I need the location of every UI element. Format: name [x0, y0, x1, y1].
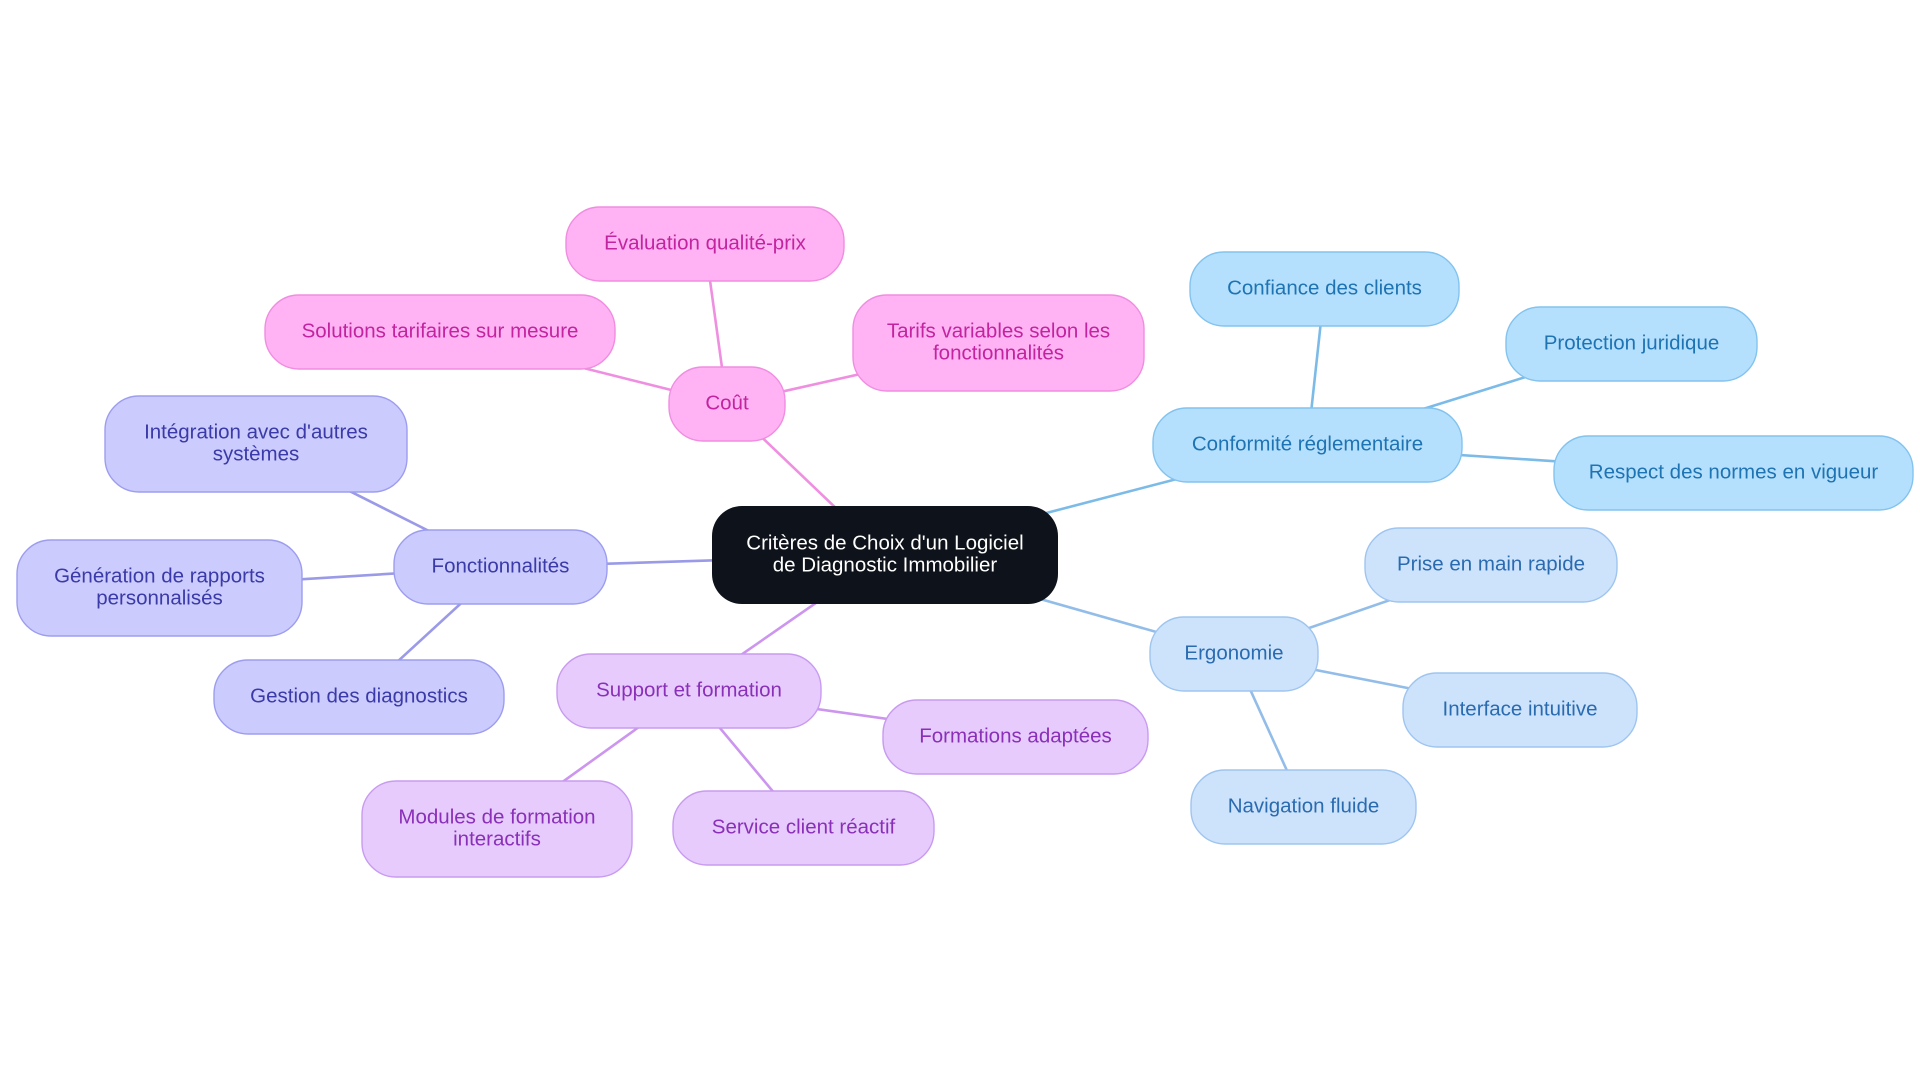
branch-node-fonctionnalites[interactable]: Fonctionnalités [393, 529, 608, 605]
leaf-node-ergonomie-1[interactable]: Prise en main rapide [1364, 527, 1618, 603]
leaf-node-support-3[interactable]: Service client réactif [672, 790, 935, 866]
root-node-box [712, 506, 1058, 604]
leaf-node-fonctionnalites-3[interactable]: Gestion des diagnostics [213, 659, 505, 735]
leaf-node-conformite-1-box [1189, 251, 1460, 327]
leaf-node-fonctionnalites-2-box [16, 539, 303, 637]
leaf-node-conformite-1-label: Confiance des clients [1227, 276, 1422, 299]
leaf-node-cout-1-label: Évaluation qualité-prix [604, 231, 806, 254]
leaf-node-support-2-label: interactifs [453, 827, 541, 850]
branch-node-cout[interactable]: Coût [668, 366, 786, 442]
leaf-node-support-1[interactable]: Formations adaptées [882, 699, 1149, 775]
leaf-node-support-2-box [361, 780, 633, 878]
leaf-node-conformite-2[interactable]: Protection juridique [1505, 306, 1758, 382]
leaf-node-cout-3-label: Tarifs variables selon les [887, 319, 1110, 342]
leaf-node-ergonomie-1-label: Prise en main rapide [1397, 552, 1585, 575]
leaf-node-support-3-box [672, 790, 935, 866]
branch-node-ergonomie-box [1149, 616, 1319, 692]
leaf-node-cout-3-label: fonctionnalités [933, 341, 1064, 364]
root-node-label: Critères de Choix d'un Logiciel [746, 531, 1023, 554]
leaf-node-ergonomie-2[interactable]: Interface intuitive [1402, 672, 1638, 748]
root-node-label: de Diagnostic Immobilier [773, 553, 998, 576]
leaf-node-cout-2-box [264, 294, 616, 370]
branch-node-ergonomie[interactable]: Ergonomie [1149, 616, 1319, 692]
leaf-node-ergonomie-3-box [1190, 769, 1417, 845]
leaf-node-cout-3-box [852, 294, 1145, 392]
leaf-node-cout-2-label: Solutions tarifaires sur mesure [302, 319, 579, 342]
leaf-node-conformite-2-label: Protection juridique [1544, 331, 1720, 354]
leaf-node-fonctionnalites-2-label: personnalisés [96, 586, 223, 609]
leaf-node-ergonomie-3[interactable]: Navigation fluide [1190, 769, 1417, 845]
branch-node-conformite[interactable]: Conformité réglementaire [1152, 407, 1463, 483]
leaf-node-fonctionnalites-2-label: Génération de rapports [54, 564, 265, 587]
leaf-node-conformite-3[interactable]: Respect des normes en vigueur [1553, 435, 1914, 511]
branch-node-ergonomie-label: Ergonomie [1184, 641, 1283, 664]
branch-node-conformite-label: Conformité réglementaire [1192, 432, 1423, 455]
leaf-node-fonctionnalites-1-label: systèmes [213, 442, 300, 465]
leaf-node-cout-1-box [565, 206, 845, 282]
leaf-node-support-1-label: Formations adaptées [919, 724, 1112, 747]
leaf-node-ergonomie-2-box [1402, 672, 1638, 748]
branch-node-conformite-box [1152, 407, 1463, 483]
leaf-node-fonctionnalites-1-label: Intégration avec d'autres [144, 420, 368, 443]
leaf-node-ergonomie-2-label: Interface intuitive [1443, 697, 1598, 720]
leaf-node-support-1-box [882, 699, 1149, 775]
leaf-node-ergonomie-1-box [1364, 527, 1618, 603]
leaf-node-ergonomie-3-label: Navigation fluide [1228, 794, 1380, 817]
leaf-node-conformite-1[interactable]: Confiance des clients [1189, 251, 1460, 327]
branch-node-support[interactable]: Support et formation [556, 653, 822, 729]
branch-node-fonctionnalites-box [393, 529, 608, 605]
branch-node-support-label: Support et formation [596, 678, 782, 701]
leaf-node-conformite-2-box [1505, 306, 1758, 382]
leaf-node-cout-3[interactable]: Tarifs variables selon lesfonctionnalité… [852, 294, 1145, 392]
branch-node-fonctionnalites-label: Fonctionnalités [432, 554, 570, 577]
branch-node-cout-box [668, 366, 786, 442]
leaf-node-cout-1[interactable]: Évaluation qualité-prix [565, 206, 845, 282]
leaf-node-fonctionnalites-1-box [104, 395, 408, 493]
leaf-node-fonctionnalites-3-box [213, 659, 505, 735]
leaf-node-support-2-label: Modules de formation [398, 805, 595, 828]
leaf-node-conformite-3-box [1553, 435, 1914, 511]
leaf-node-cout-2[interactable]: Solutions tarifaires sur mesure [264, 294, 616, 370]
leaf-node-conformite-3-label: Respect des normes en vigueur [1589, 460, 1879, 483]
leaf-node-fonctionnalites-3-label: Gestion des diagnostics [250, 684, 468, 707]
leaf-node-support-3-label: Service client réactif [712, 815, 896, 838]
branch-node-support-box [556, 653, 822, 729]
branch-node-cout-label: Coût [705, 391, 749, 414]
